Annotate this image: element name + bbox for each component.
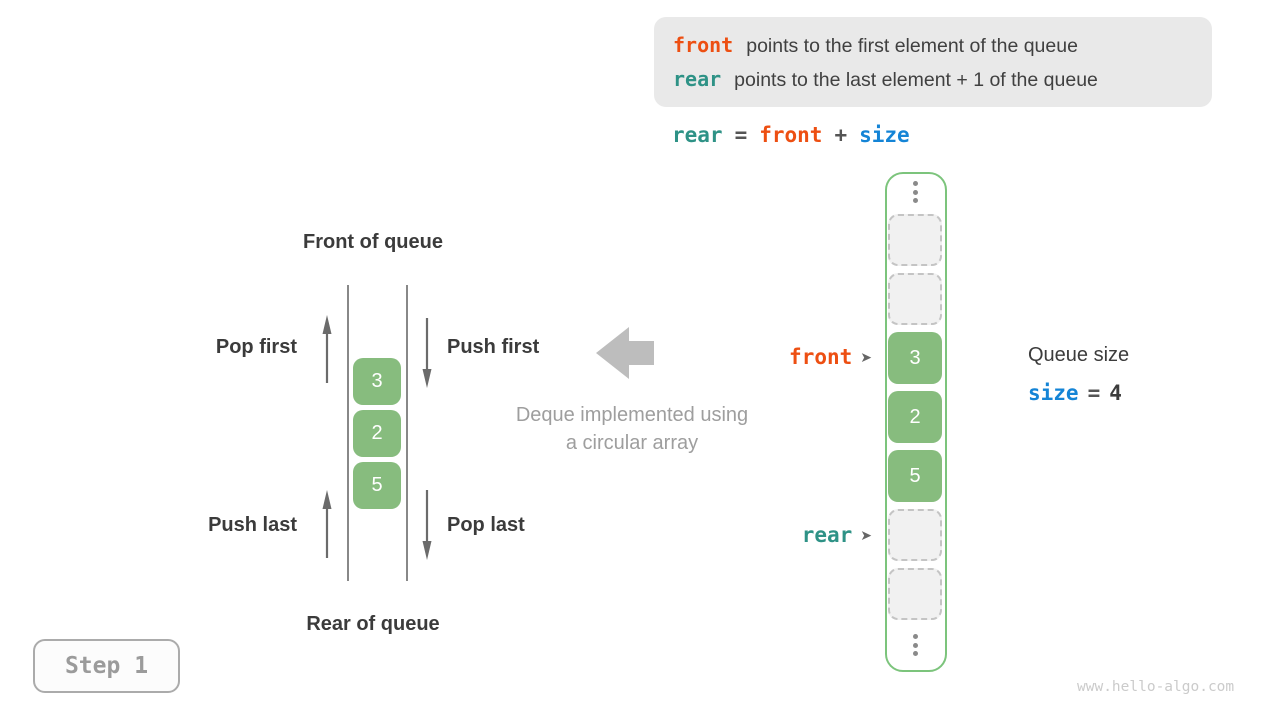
- ellipsis-dot: [912, 198, 918, 203]
- queue-value-box: 5: [353, 462, 401, 509]
- array-cell-filled: 3: [888, 332, 942, 384]
- size-equals: =: [1087, 381, 1101, 405]
- ellipsis-dot: [912, 642, 918, 648]
- legend-box: front points to the first element of the…: [654, 17, 1212, 107]
- watermark: www.hello-algo.com: [1077, 679, 1235, 695]
- rear-description: points to the last element + 1 of the qu…: [734, 68, 1098, 91]
- rear-formula: rear = front + size: [672, 121, 910, 149]
- pop-first-label: Pop first: [215, 336, 297, 358]
- queue-size-title: Queue size: [1028, 344, 1130, 366]
- rear-pointer: rear ➤: [700, 523, 872, 547]
- legend-line-front: front points to the first element of the…: [673, 33, 1212, 58]
- push-last-label: Push last: [208, 514, 297, 536]
- pop-last-arrow: [422, 490, 432, 560]
- rear-pointer-label: rear: [801, 523, 853, 547]
- size-value: 4: [1109, 381, 1122, 405]
- array-cell-empty: [888, 214, 942, 266]
- array-cell-empty: [888, 568, 942, 620]
- formula-equals: =: [734, 123, 748, 147]
- pop-first-arrow: [322, 315, 332, 383]
- deque-caption-line1: Deque implemented using: [515, 404, 749, 426]
- left-block-arrow-icon: [596, 327, 654, 379]
- array-cell-empty: [888, 509, 942, 561]
- queue-value-box: 3: [353, 358, 401, 405]
- front-pointer: front ➤: [700, 345, 872, 369]
- array-cell-filled: 5: [888, 450, 942, 502]
- front-pointer-arrow-icon: ➤: [860, 349, 872, 365]
- front-keyword: front: [673, 32, 734, 57]
- front-of-queue-label: Front of queue: [303, 231, 443, 253]
- push-last-arrow: [322, 490, 332, 558]
- ellipsis-dot: [912, 651, 918, 656]
- formula-front: front: [759, 123, 823, 147]
- push-first-label: Push first: [447, 336, 540, 358]
- formula-plus: +: [834, 123, 848, 147]
- array-cell-empty: [888, 273, 942, 325]
- rear-pointer-arrow-icon: ➤: [860, 527, 872, 543]
- push-first-arrow: [422, 318, 432, 388]
- formula-rear: rear: [672, 123, 723, 147]
- array-ellipsis-icon: [888, 181, 942, 203]
- array-ellipsis-icon: [888, 634, 942, 656]
- array-cell-filled: 2: [888, 391, 942, 443]
- size-keyword: size: [1028, 381, 1079, 405]
- front-pointer-label: front: [789, 345, 853, 369]
- ellipsis-dot: [912, 181, 918, 186]
- deque-caption-line2: a circular array: [565, 432, 699, 454]
- array-cells-layer: 3 2 5: [888, 0, 942, 720]
- formula-size: size: [859, 123, 910, 147]
- ellipsis-dot: [912, 634, 918, 639]
- rear-of-queue-label: Rear of queue: [306, 613, 440, 635]
- legend-line-rear: rear points to the last element + 1 of t…: [673, 67, 1212, 92]
- queue-value-box: 2: [353, 410, 401, 457]
- front-description: points to the first element of the queue: [746, 34, 1078, 57]
- step-badge: Step 1: [33, 639, 180, 693]
- queue-size-line: size = 4: [1028, 381, 1122, 405]
- deque-caption: Deque implemented using a circular array: [482, 401, 782, 457]
- ellipsis-dot: [912, 189, 918, 195]
- pop-last-label: Pop last: [447, 514, 525, 536]
- rear-keyword: rear: [673, 66, 722, 91]
